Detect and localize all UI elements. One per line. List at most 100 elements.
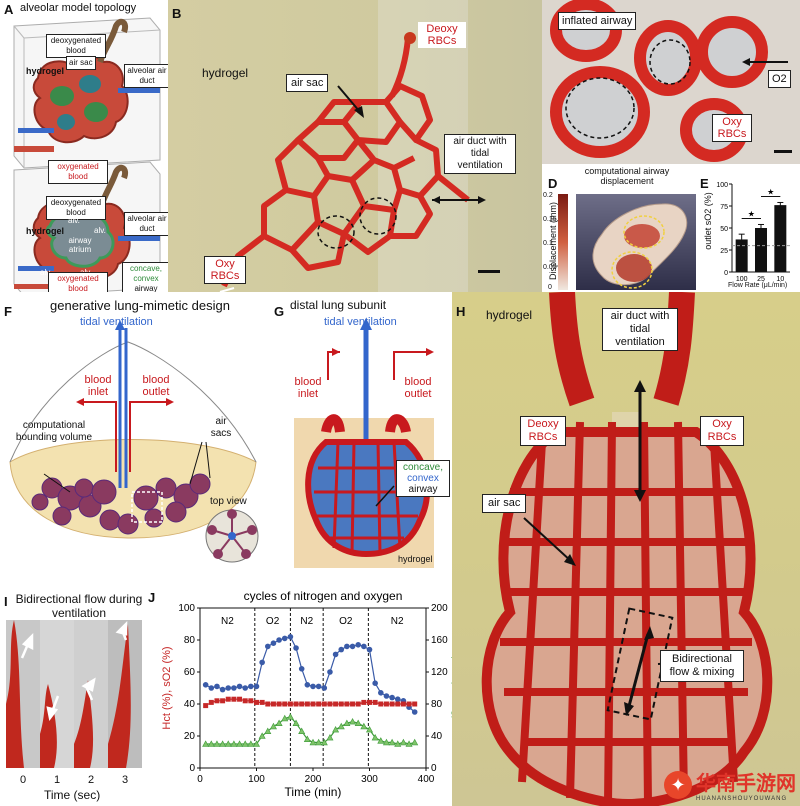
frame-time: 0 (20, 774, 27, 786)
point-Hct (321, 701, 327, 707)
label-alveolar-air-duct-2: alveolar air duct (124, 212, 168, 236)
y-tick-label: 20 (184, 731, 196, 742)
label-blood-inlet: blood inlet (294, 376, 322, 400)
point-Hct (372, 699, 378, 705)
point-sO2 (372, 680, 378, 686)
point-Hct (265, 701, 271, 707)
chart-title: cycles of nitrogen and oxygen (244, 589, 403, 603)
point-pO2 (258, 732, 266, 739)
printed-alveolar-photo (481, 292, 773, 806)
series-line-pO2 (205, 716, 415, 745)
significance-star: ★ (748, 209, 755, 218)
watermark-brand: 华南手游网 (696, 773, 796, 795)
point-Hct (254, 699, 259, 705)
label-air-duct-tidal: air duct with tidal ventilation (602, 308, 678, 351)
point-sO2 (361, 643, 367, 650)
point-sO2 (202, 682, 209, 688)
panel-letter: G (274, 304, 285, 319)
phase-label: O2 (339, 616, 353, 627)
point-sO2 (366, 646, 373, 653)
label-deoxygenated-blood-2: deoxygenated blood (46, 196, 106, 220)
point-pO2 (360, 722, 368, 730)
point-Hct (361, 699, 367, 705)
point-Hct (327, 701, 333, 707)
panel-letter: D (548, 176, 558, 191)
label-computational-bounding-volume: computational bounding volume (15, 420, 93, 443)
line-chart-cycles: cycles of nitrogen and oxygen02040608010… (161, 589, 452, 799)
point-Hct (270, 701, 276, 707)
point-sO2 (270, 640, 277, 646)
point-pO2 (320, 738, 328, 746)
y-tick-label: 25 (720, 248, 728, 255)
point-sO2 (389, 694, 395, 701)
label-oxygenated-blood: oxygenated blood (48, 160, 108, 184)
point-sO2 (259, 659, 265, 666)
label-oxy-rbcs: Oxy RBCs (700, 416, 744, 446)
label-hydrogel: hydrogel (26, 66, 65, 76)
frame-time: 2 (88, 774, 95, 786)
x-axis-label: Flow Rate (μL/min) (728, 282, 788, 289)
panel-b: B hydrog (168, 0, 542, 292)
point-sO2 (253, 683, 260, 690)
point-pO2 (405, 740, 413, 747)
y-right-tick-label: 120 (431, 667, 448, 678)
y-tick-label: 0 (189, 763, 195, 774)
label-air-duct-tidal: air duct with tidal ventilation (444, 134, 516, 174)
phase-label: N2 (300, 616, 313, 627)
x-axis-label: Time (min) (285, 785, 342, 799)
x-tick-label: 0 (197, 774, 203, 785)
point-sO2 (394, 696, 401, 702)
panel-letter: H (456, 304, 466, 319)
point-Hct (406, 701, 412, 707)
panel-i: I Bidirectional flow during ventilation … (0, 584, 148, 806)
point-Hct (208, 699, 214, 705)
logo-icon: ✦ (664, 770, 692, 799)
point-pO2 (394, 740, 402, 747)
point-Hct (338, 701, 344, 707)
significance-star: ★ (767, 187, 774, 196)
label-tidal-ventilation: tidal ventilation (324, 316, 397, 328)
point-pO2 (377, 737, 385, 744)
point-sO2 (208, 685, 215, 691)
x-tick-label: 25 (757, 276, 765, 283)
point-sO2 (344, 643, 350, 650)
panel-title: Bidirectional flow during ventilation (15, 592, 143, 620)
label-hydrogel: hydrogel (202, 66, 249, 80)
panel-title: computational airway displacement (584, 166, 670, 186)
y-right-tick-label: 0 (431, 763, 437, 774)
point-sO2 (332, 651, 339, 658)
point-pO2 (337, 722, 345, 730)
point-pO2 (269, 722, 277, 730)
point-Hct (214, 698, 220, 704)
point-sO2 (315, 683, 322, 690)
point-sO2 (298, 666, 305, 672)
panel-d: D computational airway displacement Disp… (542, 164, 698, 292)
panel-letter: E (700, 176, 709, 191)
label-top-view: top view (210, 496, 247, 507)
point-pO2 (303, 735, 311, 742)
label-hydrogel: hydrogel (398, 554, 433, 564)
point-pO2 (207, 740, 215, 747)
point-Hct (367, 699, 372, 705)
y-axis-label: Hct (%), sO2 (%) (161, 646, 173, 729)
y-tick-label: 50 (720, 226, 728, 233)
y-right-axis-label: pO2 (mmHg) (451, 656, 452, 720)
point-sO2 (287, 634, 294, 640)
displacement-map (558, 194, 696, 290)
point-pO2 (326, 733, 334, 741)
label-air-sac: air sac (286, 74, 329, 92)
phase-label: N2 (391, 616, 404, 627)
point-Hct (225, 696, 231, 702)
frame-time: 1 (54, 774, 61, 786)
point-sO2 (304, 682, 311, 688)
label-alv-2: alv. (94, 226, 106, 235)
y-tick-label: 80 (184, 635, 196, 646)
point-Hct (383, 701, 389, 707)
point-sO2 (321, 685, 328, 691)
point-pO2 (332, 725, 340, 733)
point-Hct (378, 701, 384, 707)
panel-letter: I (4, 594, 8, 609)
point-pO2 (236, 740, 244, 747)
point-pO2 (224, 740, 232, 747)
